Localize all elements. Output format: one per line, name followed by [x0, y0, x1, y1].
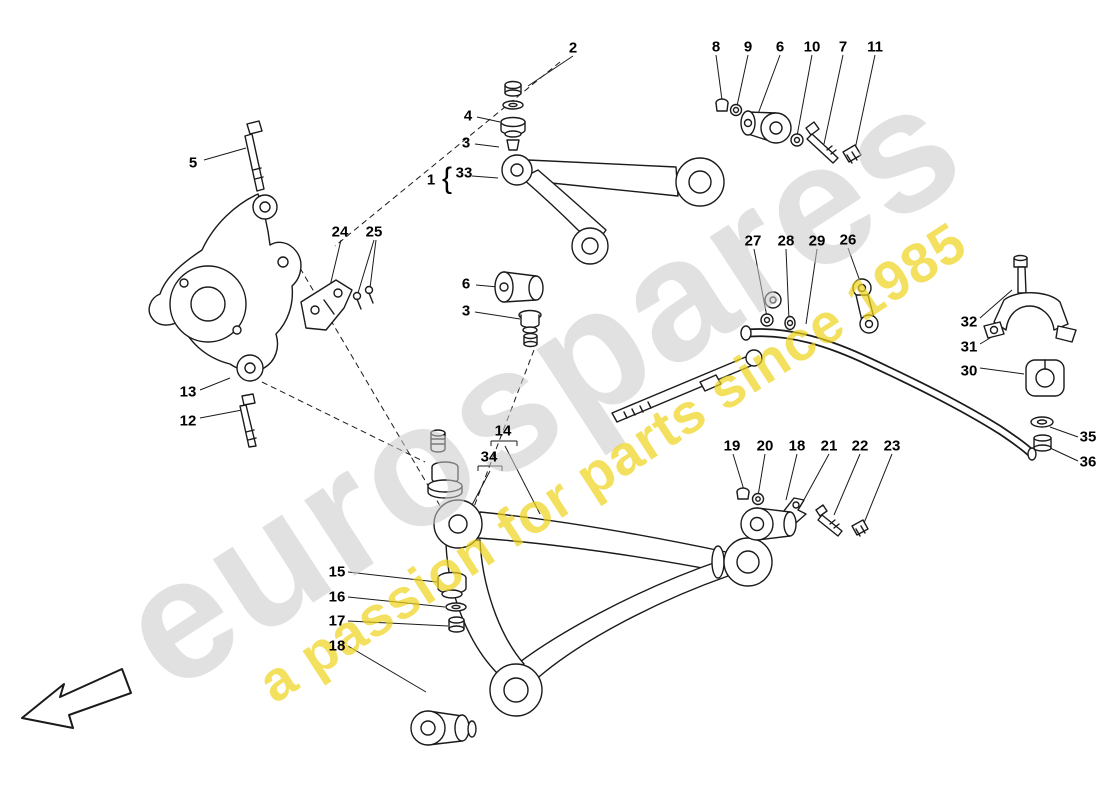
lower-wishbone-drawing	[433, 499, 773, 717]
upper-wishbone-drawing	[501, 154, 725, 265]
upper-link-hardware-drawing	[715, 98, 862, 164]
lower-front-bushing-drawing	[410, 710, 477, 746]
upper-arm-fastener-stack-drawing	[500, 80, 526, 151]
lower-arm-fastener-stack-drawing	[437, 571, 467, 633]
direction-arrow	[21, 668, 132, 729]
bracket-and-screws-drawing	[300, 279, 374, 331]
lower-link-hardware-drawing	[736, 487, 869, 541]
leader-lines	[199, 54, 1079, 693]
upper-arm-bush-stack-drawing	[494, 271, 544, 348]
knuckle-bolt-drawing	[244, 120, 265, 192]
stabiliser-bar-drawing	[740, 278, 1037, 461]
lower-arm-bush-stack-drawing	[427, 429, 463, 499]
lower-knuckle-bolt-drawing	[239, 393, 257, 448]
tie-rod-drawing	[611, 349, 763, 423]
steering-knuckle-drawing	[148, 193, 302, 382]
stabiliser-clamp-drawing	[983, 254, 1077, 452]
